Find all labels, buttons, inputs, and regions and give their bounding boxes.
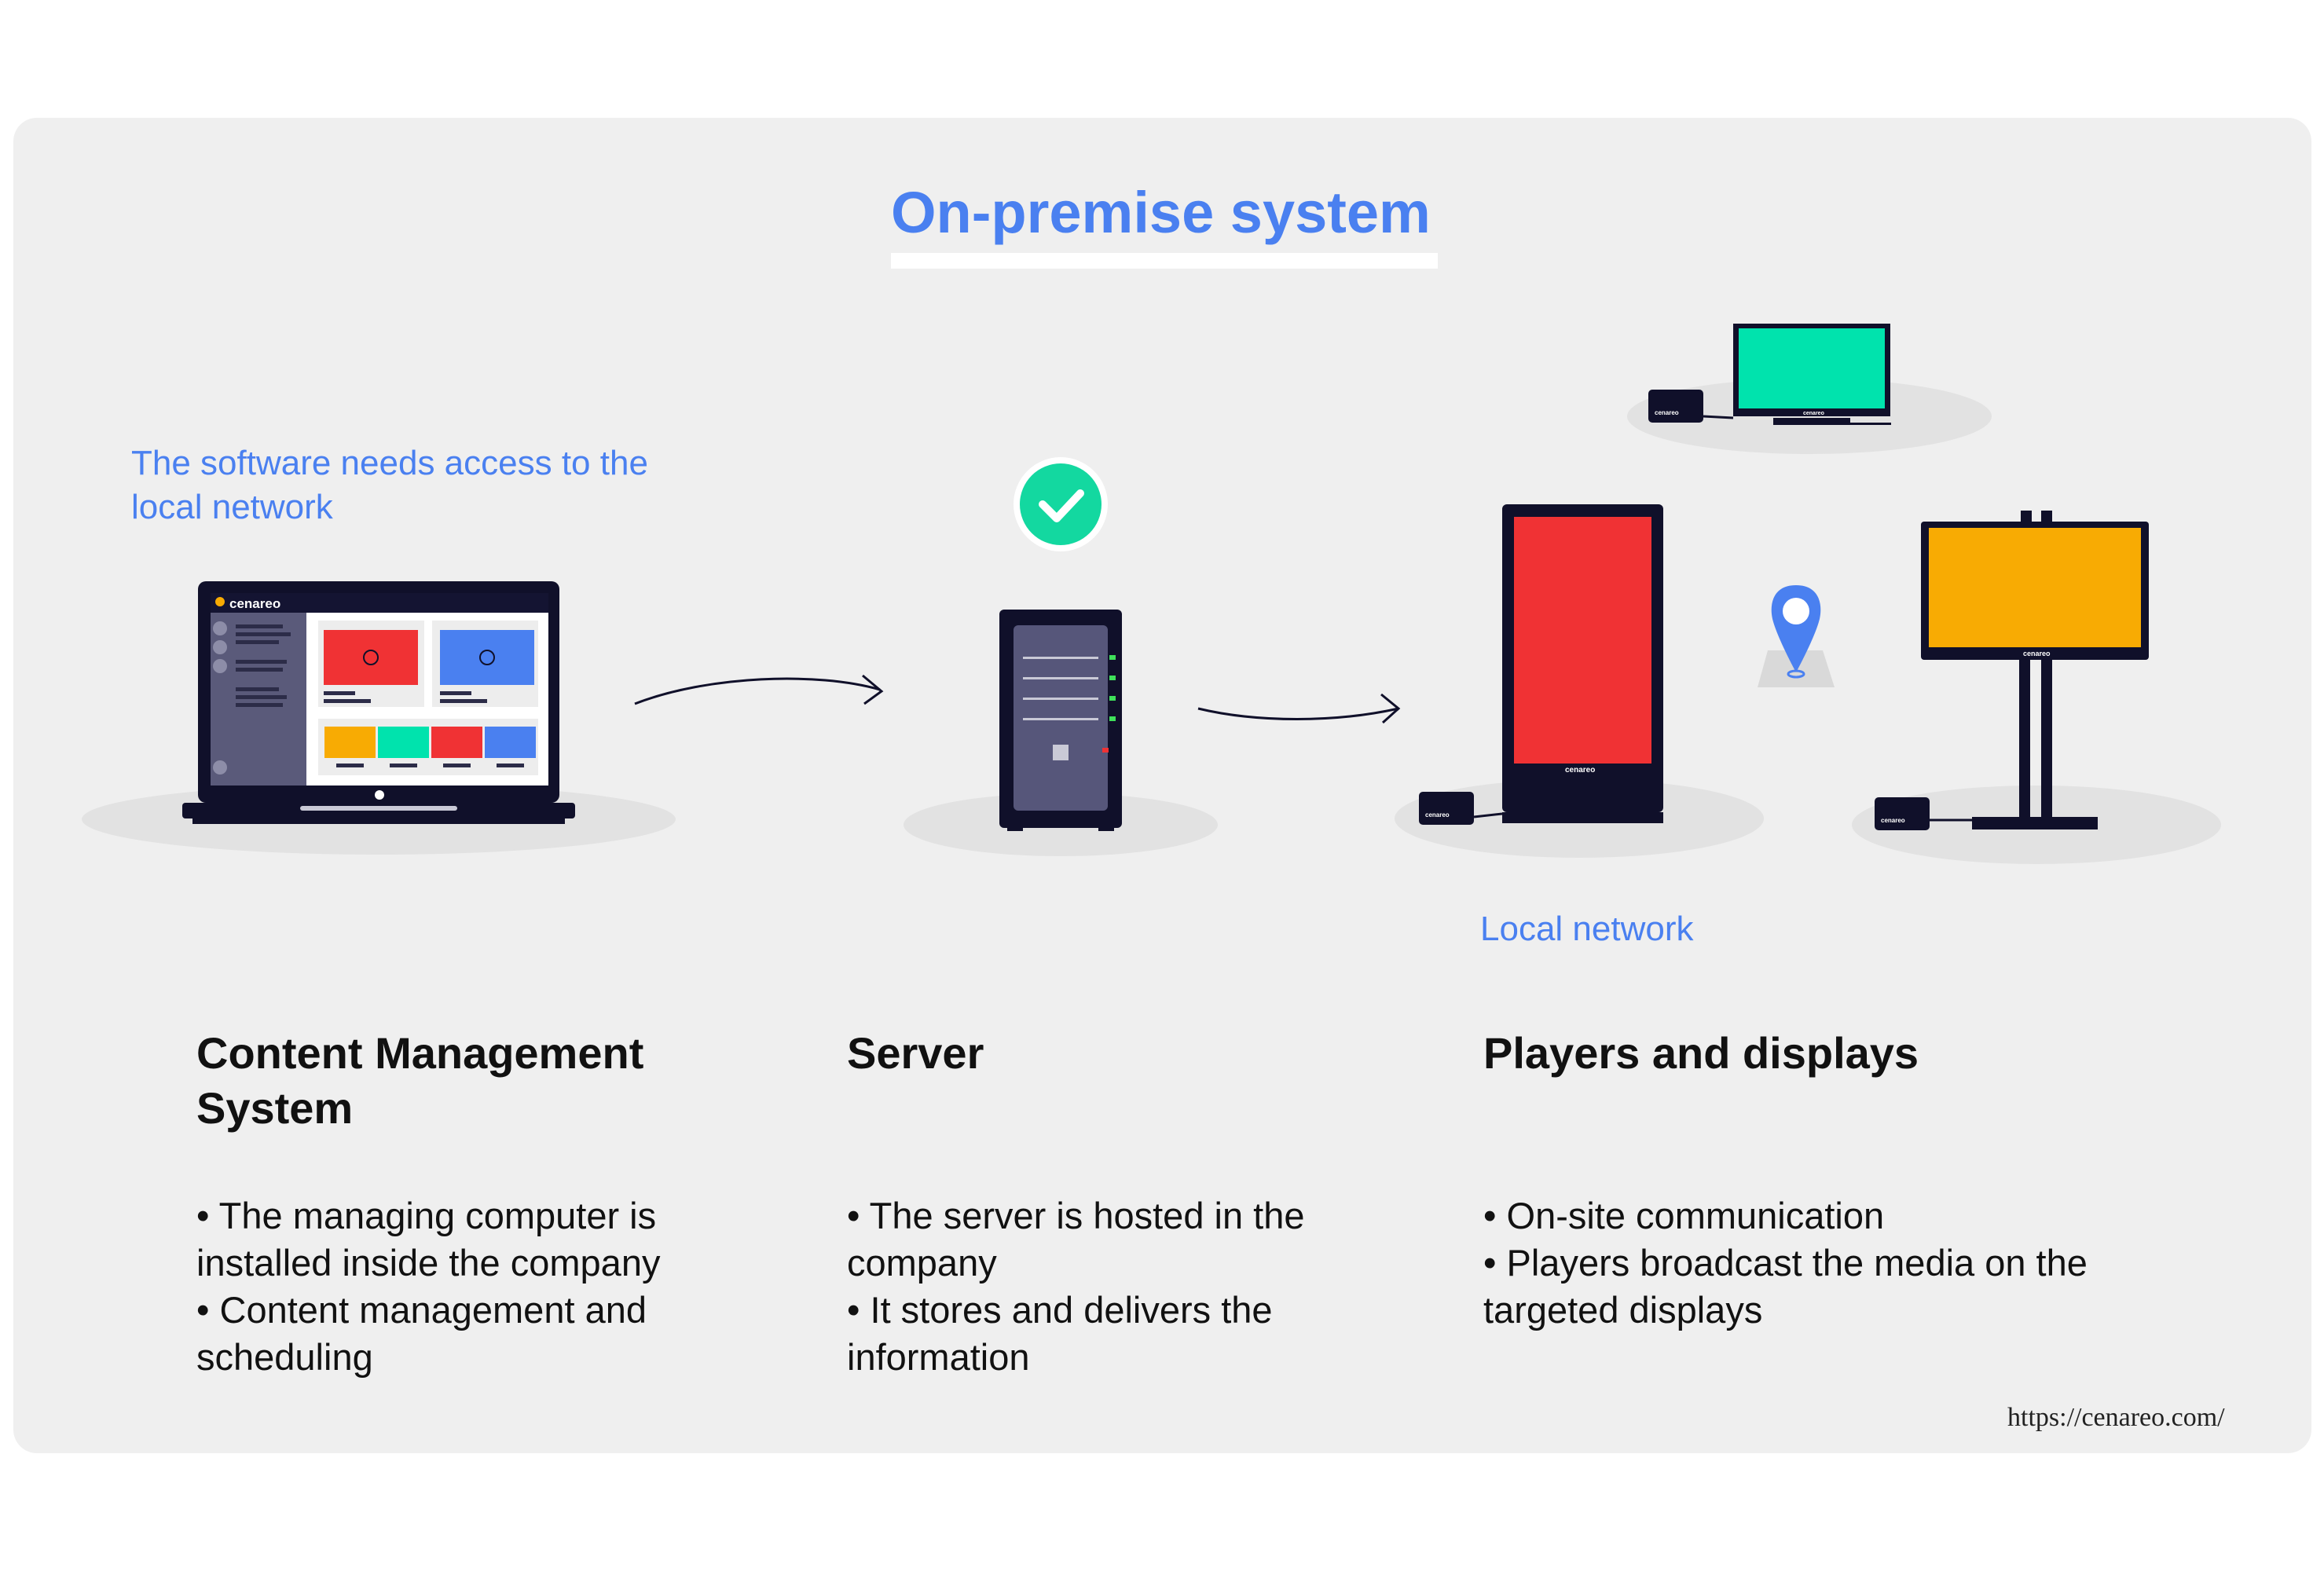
kiosk-brand: cenareo xyxy=(1565,766,1595,775)
tv-player-brand: cenareo xyxy=(1655,409,1679,416)
arrow-icon xyxy=(634,677,881,705)
check-badge-icon xyxy=(1014,457,1108,551)
media-player-icon: cenareo xyxy=(1419,792,1503,825)
cms-bullet-1: • The managing computer is installed ins… xyxy=(196,1195,661,1284)
cms-heading: Content Management System xyxy=(196,1028,644,1133)
server-heading: Server xyxy=(847,1028,984,1078)
easel-brand: cenareo xyxy=(2023,650,2051,657)
page-title: On-premise system xyxy=(891,180,1431,245)
laptop-icon: cenareo xyxy=(182,581,575,824)
kiosk-player-brand: cenareo xyxy=(1425,811,1450,818)
media-player-icon: cenareo xyxy=(1648,390,1734,423)
server-bullets: • The server is hosted in the company • … xyxy=(847,1192,1365,1381)
server-tower-icon xyxy=(999,610,1122,831)
location-pin-icon xyxy=(1758,585,1835,687)
laptop-brand: cenareo xyxy=(229,596,280,611)
players-heading: Players and displays xyxy=(1483,1028,1919,1078)
media-player-icon: cenareo xyxy=(1875,797,1972,830)
cms-bullets: • The managing computer is installed ins… xyxy=(196,1192,715,1381)
server-bullet-1: • The server is hosted in the company xyxy=(847,1195,1305,1284)
easel-display-icon: cenareo xyxy=(1921,511,2149,829)
arrow-icon xyxy=(1197,707,1399,720)
source-url[interactable]: https://cenareo.com/ xyxy=(2007,1403,2225,1432)
easel-player-brand: cenareo xyxy=(1881,817,1905,824)
players-bullet-1: • On-site communication xyxy=(1483,1195,1885,1236)
kiosk-display-icon: cenareo xyxy=(1502,504,1663,823)
local-network-label: Local network xyxy=(1480,910,1694,948)
players-bullet-2: • Players broadcast the media on the tar… xyxy=(1483,1242,2088,1331)
tv-display-icon: cenareo xyxy=(1733,324,1891,425)
server-bullet-2: • It stores and delivers the information xyxy=(847,1289,1273,1378)
cms-bullet-2: • Content management and scheduling xyxy=(196,1289,647,1378)
tv-brand: cenareo xyxy=(1803,411,1824,416)
network-access-note: The software needs access to the local n… xyxy=(131,444,648,526)
players-bullets: • On-site communication • Players broadc… xyxy=(1483,1192,2096,1334)
title-underline xyxy=(891,253,1438,269)
